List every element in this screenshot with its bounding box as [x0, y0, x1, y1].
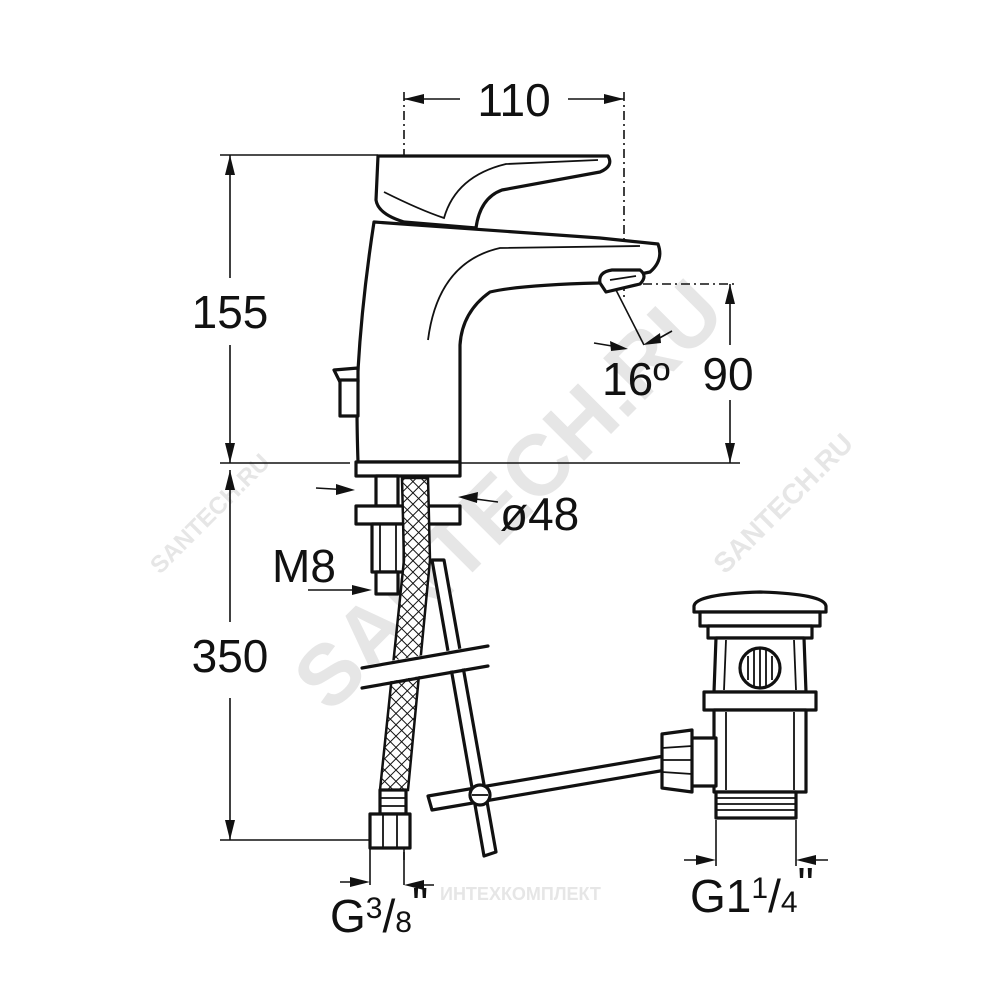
popup-rod-vertical: [430, 558, 498, 858]
mounting-stud: [374, 474, 400, 508]
stud-end: [374, 570, 400, 596]
watermark-left: SANTECH.RU: [145, 449, 275, 579]
hose-thread-label: G3/8": [330, 878, 428, 942]
watermark-bottom: ИНТЕХКОМПЛЕКТ: [440, 884, 601, 904]
popup-linkage-rod: [426, 754, 668, 812]
hose-fitting-nut: [368, 812, 412, 850]
dim-height-label: 155: [192, 286, 269, 338]
popup-rod: [426, 558, 668, 858]
dim-width-110: 110: [404, 74, 624, 126]
drain-threaded-tail: [714, 790, 798, 820]
popup-waste-drain: [660, 590, 828, 820]
dim-stud-m8: M8: [272, 540, 372, 595]
faucet-lever-handle: [374, 154, 612, 230]
dim-spout-angle-label: 16º: [602, 353, 670, 405]
dim-stud-label: M8: [272, 540, 336, 592]
drain-thread-label: G11/4": [690, 858, 814, 922]
dim-base-diameter: ø48: [315, 484, 579, 540]
faucet-main-body: [355, 220, 662, 464]
dim-spout-height-90: 90: [460, 284, 754, 464]
faucet-base: [354, 460, 462, 478]
drain-mid-ring: [702, 690, 818, 712]
popup-rod-stem: [338, 378, 360, 418]
drain-flange: [698, 610, 822, 628]
dim-spout-angle: 16º: [593, 289, 673, 405]
dim-spout-height-label: 90: [702, 348, 753, 400]
hose-fitting-neck: [378, 788, 408, 816]
pivot-nut: [660, 728, 694, 794]
dim-hose-thread: G3/8": [330, 848, 434, 942]
flexible-hose: [368, 476, 432, 850]
drain-collar: [706, 624, 814, 640]
faucet-aerator: [598, 268, 646, 294]
faucet-body-contour: [427, 245, 641, 341]
dim-drain-thread: G11/4": [684, 820, 828, 922]
mounting-nut: [370, 522, 406, 574]
drain-cap: [692, 590, 828, 614]
dim-width-label: 110: [477, 74, 550, 126]
break-marks: [360, 644, 490, 690]
dim-hose-length-350: 350: [192, 470, 372, 841]
lever-contour: [383, 159, 599, 220]
dim-base-diameter-label: ø48: [500, 488, 579, 540]
dim-hose-length-label: 350: [192, 630, 269, 682]
dim-height-155: 155: [192, 154, 378, 464]
drain-lower-body: [712, 708, 808, 794]
pivot-nut-body: [688, 736, 718, 788]
